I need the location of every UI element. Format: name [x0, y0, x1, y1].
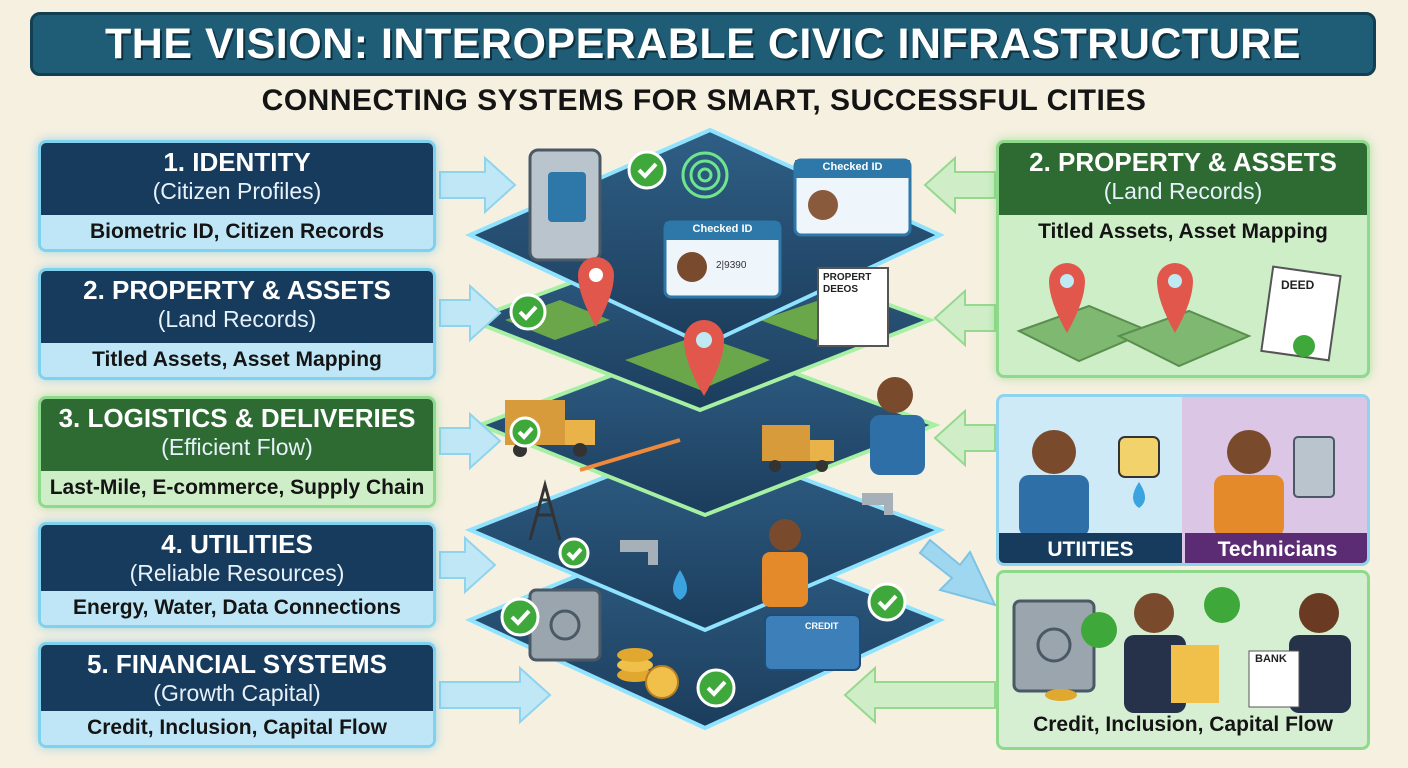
check-icon [558, 537, 590, 569]
arrow-right-flow [843, 155, 996, 725]
check-icon [696, 668, 736, 708]
deed-label: DEED [1281, 278, 1315, 292]
card-subtitle: (Land Records) [1103, 178, 1263, 204]
id-card-label-1: Checked ID [822, 161, 883, 173]
water-drop-icon [673, 570, 687, 600]
financial-detail-label: Credit, Inclusion, Capital Flow [1033, 713, 1333, 736]
card-detail: Titled Assets, Asset Mapping [41, 343, 433, 377]
card-identity: 1. IDENTITY (Citizen Profiles) Biometric… [38, 140, 436, 252]
technicians-label-box: Technicians [1185, 533, 1367, 563]
card-title: 2. PROPERTY & ASSETS [83, 275, 391, 305]
arrow-left-flow [439, 155, 552, 725]
technician-icon [762, 519, 808, 607]
id-card-label-2: Checked ID [692, 223, 753, 235]
page-subtitle: CONNECTING SYSTEMS FOR SMART, SUCCESSFUL… [261, 84, 1147, 117]
card-detail: Last-Mile, E-commerce, Supply Chain [41, 471, 433, 505]
property-doc-label: PROPERT DEEOS [823, 272, 872, 295]
card-financial: 5. FINANCIAL SYSTEMS (Growth Capital) Cr… [38, 642, 436, 748]
card-title: 4. UTILITIES [161, 529, 313, 559]
check-icon [509, 293, 547, 331]
check-icon [500, 597, 540, 637]
delivery-truck-icon-2 [762, 425, 834, 472]
checked-id-card-1 [793, 158, 912, 237]
card-detail: Energy, Water, Data Connections [41, 591, 433, 625]
card-title: 3. LOGISTICS & DELIVERIES [58, 403, 416, 433]
card-subtitle: (Reliable Resources) [129, 560, 345, 586]
checked-id-card-2 [663, 220, 782, 299]
card-subtitle: (Citizen Profiles) [152, 178, 322, 204]
id-card-number: 2|9390 [716, 260, 747, 271]
bank-doc-label: BANK [1255, 653, 1287, 665]
card-utilities: 4. UTILITIES (Reliable Resources) Energy… [38, 522, 436, 628]
utility-workers-illustration [1019, 430, 1335, 537]
page-title: THE VISION: INTEROPERABLE CIVIC INFRASTR… [105, 19, 1301, 68]
safe-icon [528, 588, 602, 662]
card-subtitle: (Land Records) [157, 306, 317, 332]
property-deed-doc [817, 267, 889, 347]
credit-card-label: CREDIT [805, 621, 839, 631]
power-tower-icon [528, 479, 562, 541]
right-property-panel: 2. PROPERTY & ASSETS (Land Records) Titl… [996, 140, 1370, 378]
right-utilities-panel: UTIITIES Technicians [996, 394, 1370, 566]
land-map-illustration [1016, 262, 1342, 368]
card-property: 2. PROPERTY & ASSETS (Land Records) Titl… [38, 268, 436, 380]
credit-card-icon [764, 614, 861, 671]
card-subtitle: (Efficient Flow) [161, 434, 313, 460]
location-pin-icon-1 [578, 257, 614, 327]
check-icon [867, 582, 907, 622]
courier-person-icon [870, 377, 925, 475]
arrow-diagonal-flow [918, 538, 997, 607]
check-icon [509, 416, 541, 448]
water-tap-icon-2 [862, 493, 893, 515]
card-detail: Titled Assets, Asset Mapping [999, 215, 1367, 251]
location-pin-icon-2 [684, 320, 724, 396]
coins-icon [617, 648, 679, 699]
check-icon [627, 150, 667, 190]
card-subtitle: (Growth Capital) [153, 680, 321, 706]
card-title: 1. IDENTITY [163, 147, 311, 177]
card-title: 2. PROPERTY & ASSETS [1029, 147, 1337, 177]
card-logistics: 3. LOGISTICS & DELIVERIES (Efficient Flo… [38, 396, 436, 508]
card-detail: Credit, Inclusion, Capital Flow [41, 711, 433, 745]
right-financial-panel: BANK Credit, Inclusion, Capital Flow [996, 570, 1370, 750]
bankers-illustration [1012, 587, 1351, 713]
fingerprint-icon [681, 151, 729, 199]
card-title: 5. FINANCIAL SYSTEMS [86, 649, 387, 679]
card-detail: Biometric ID, Citizen Records [41, 215, 433, 249]
water-tap-icon [620, 540, 658, 565]
utilities-label-box: UTIITIES [999, 533, 1182, 563]
title-banner: THE VISION: INTEROPERABLE CIVIC INFRASTR… [30, 12, 1376, 76]
